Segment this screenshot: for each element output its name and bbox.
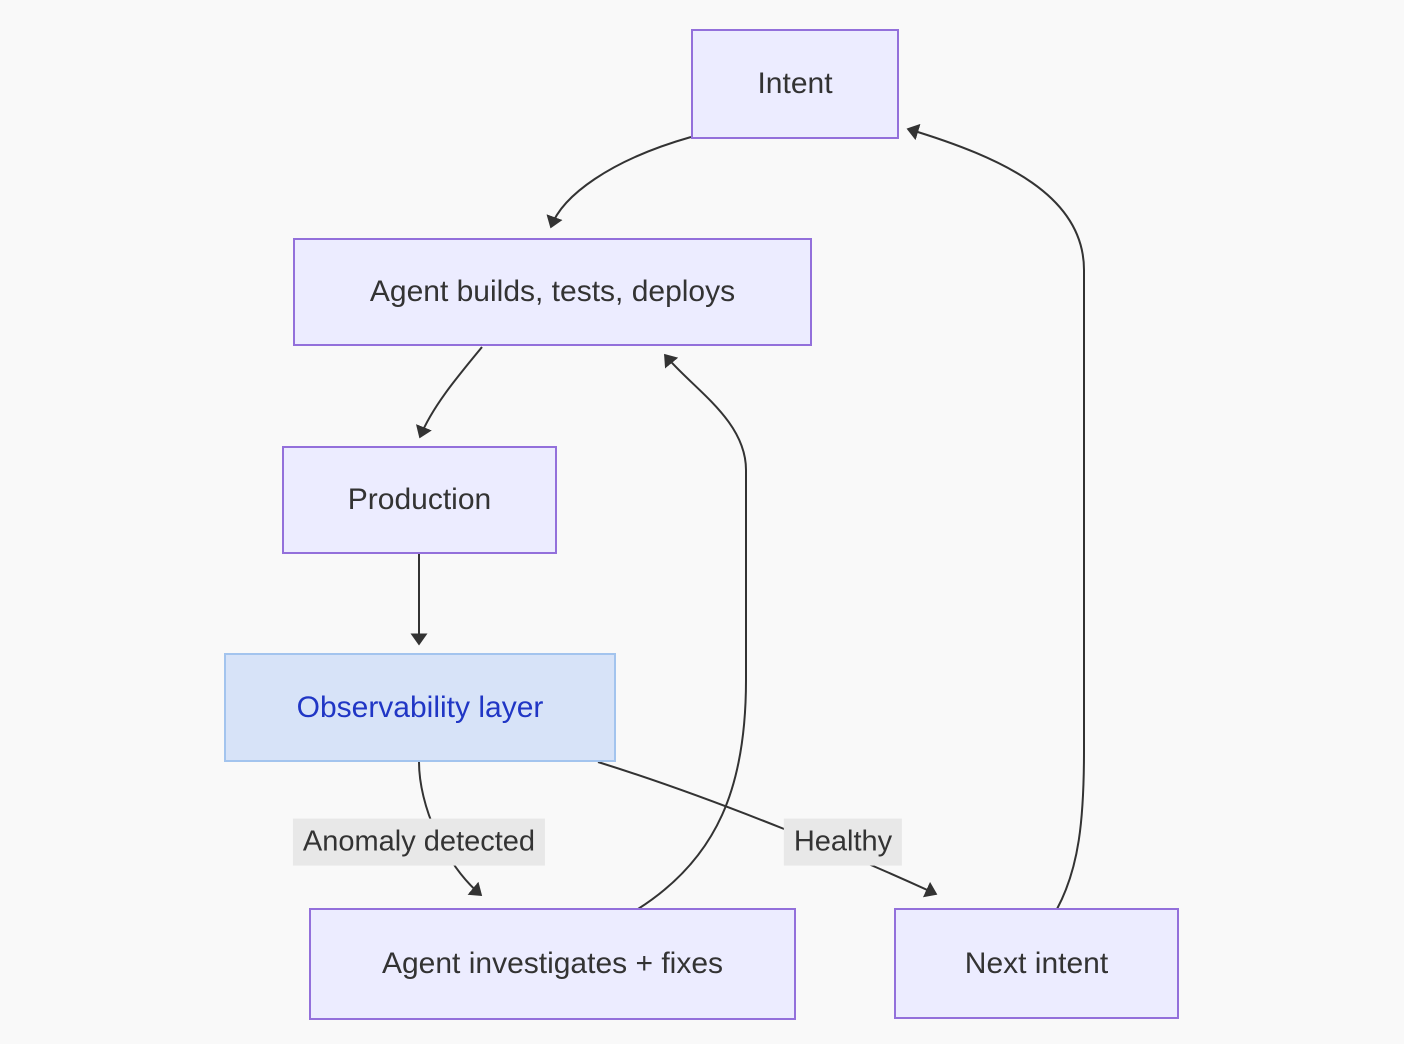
edge-next-intent-to-intent [906,123,1085,910]
edge-agent-builds-to-production [416,346,483,439]
edge-observability-to-next-intent [597,761,938,898]
node-production: Production [282,446,557,554]
node-intent: Intent [691,29,899,139]
node-observability-layer: Observability layer [224,653,616,762]
edge-label-anomaly-detected: Anomaly detected [292,818,546,866]
node-next-intent: Next intent [894,908,1179,1019]
edge-intent-to-agent-builds [546,136,692,229]
edge-investigates-to-agent-builds [637,353,747,910]
node-agent-investigates-fixes: Agent investigates + fixes [309,908,796,1020]
node-agent-builds-tests-deploys: Agent builds, tests, deploys [293,238,812,346]
edge-label-healthy: Healthy [783,818,903,866]
